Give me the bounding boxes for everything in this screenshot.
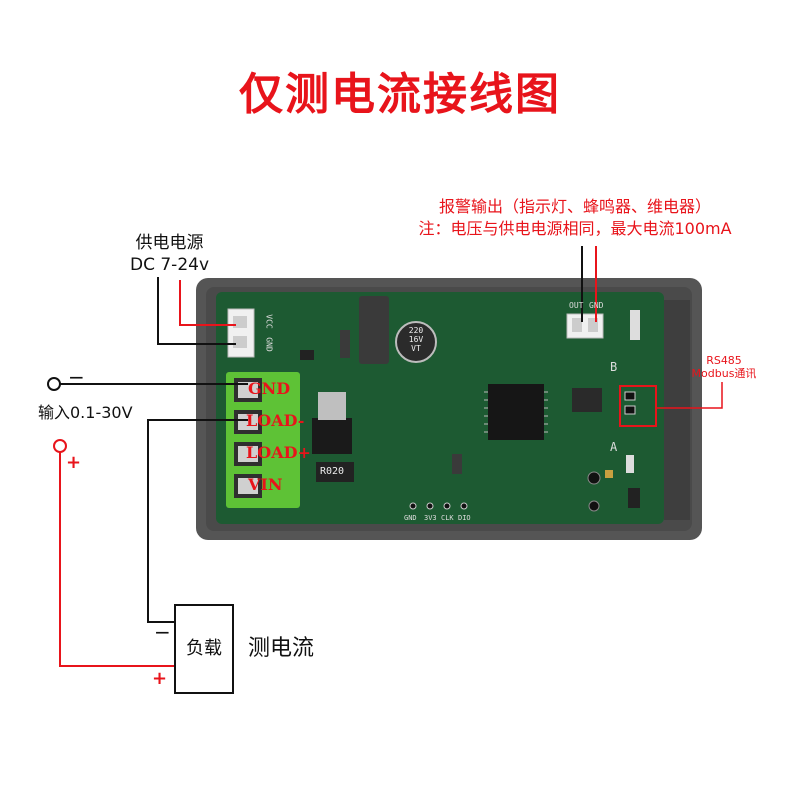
shunt-label: R020 [320,466,345,477]
pcb-header-3v3: 3V3 [424,514,437,522]
power-supply-label: 供电电源 DC 7-24v [130,233,210,275]
pcb-header-gnd: GND [404,514,417,522]
input-negative-terminal [47,377,61,391]
capacitor [395,321,437,363]
page-title: 仅测电流接线图 [239,69,561,120]
terminal-load-minus-label: LOAD- [246,411,305,430]
load-minus-sign: − [154,620,171,644]
terminal-load-plus-label: LOAD+ [246,443,311,462]
pcb-vcc-label: VCC [264,314,274,329]
load-plus-sign: + [152,668,168,689]
inductor [359,296,389,364]
pcb-out-label: OUT [569,301,584,310]
rs485-label: RS485 Modbus通讯 [691,354,757,380]
input-positive-terminal [53,439,67,453]
terminal-gnd-label: GND [248,379,291,398]
load-box: 负载 [174,604,234,694]
input-minus-sign: − [68,365,85,389]
input-plus-sign: + [66,452,82,473]
pcb-header-dio: DIO [458,514,471,522]
mcu-chip [488,384,544,440]
terminal-vin-label: VIN [248,475,283,494]
vcc-power-wire [179,280,236,326]
measure-current-label: 测电流 [248,636,315,661]
pcb-a-label: A [610,440,618,454]
pcb-alarm-gnd-label: GND [589,301,604,310]
input-positive-wire [59,452,176,667]
mosfet [312,418,352,454]
pcb-header-clk: CLK [441,514,454,522]
load-minus-wire [147,419,248,623]
gnd-power-wire [157,277,236,345]
pcb-gnd-label: GND [264,337,274,352]
input-voltage-label: 输入0.1-30V [38,403,133,422]
shunt-resistor [316,462,354,482]
alarm-output-label: 报警输出（指示灯、蜂鸣器、维电器） 注：电压与供电电源相同，最大电流100mA [418,197,732,238]
power-connector [227,308,255,358]
pcb-b-label: B [610,360,618,374]
rs485-highlight [619,385,657,427]
